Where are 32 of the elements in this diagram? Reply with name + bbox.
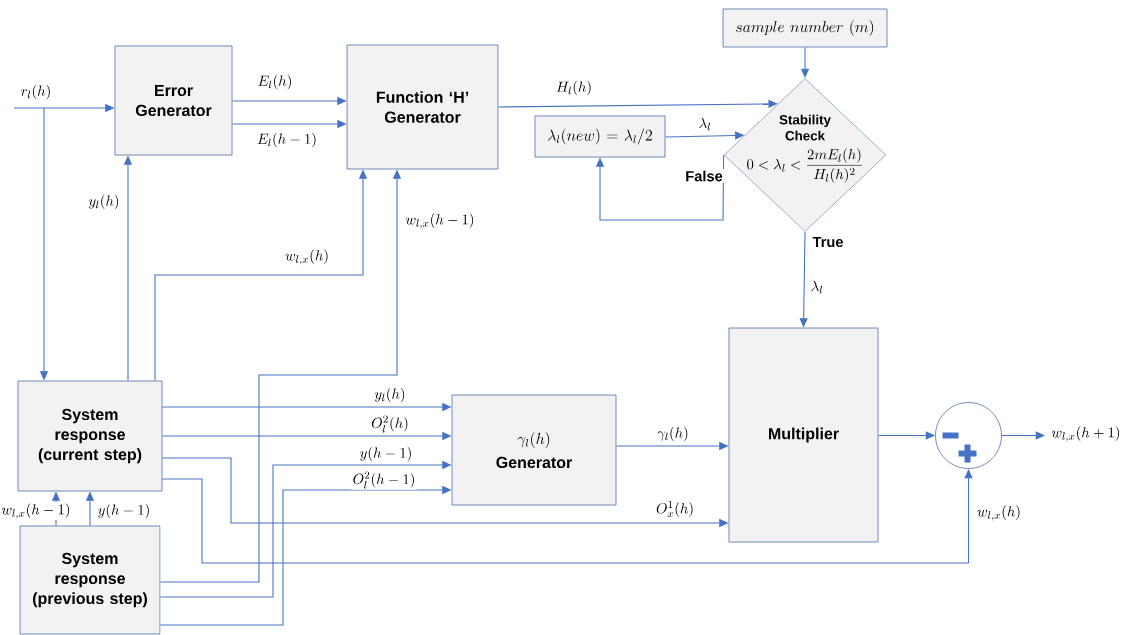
arrow: [595, 154, 725, 221]
signal-label: $w_{l,x}(h-1)$: [404, 211, 476, 231]
signal-label: $w_{l,x}(h)$: [283, 247, 331, 267]
signal-label: $y(h-1)$: [358, 445, 414, 463]
signal-label: False: [683, 169, 725, 183]
signal-label: $O_x^1(h)$: [654, 499, 696, 519]
process-box: System response (previous step): [19, 525, 161, 635]
process-box: Error Generator: [114, 45, 233, 156]
signal-label: $y_l(h)$: [87, 193, 121, 211]
signal-label: $w_{l,x}(h-1)$: [0, 501, 72, 521]
signal-label: $w_{l,x}(h)$: [975, 503, 1023, 523]
signal-label: $\lambda_l$: [811, 280, 823, 294]
signal-label: $O_l^2(h)$: [369, 414, 411, 434]
process-box: $\gamma_l(h)$ Generator: [451, 394, 617, 506]
signal-label: $w_{l,x}(h+1)$: [1050, 424, 1122, 444]
signal-label: $y(h-1)$: [96, 502, 152, 520]
signal-label: $E_l(h)$: [256, 73, 294, 91]
signal-label: $y_l(h)$: [373, 386, 407, 404]
summing-junction: [935, 402, 1002, 469]
process-box: System response (current step): [17, 380, 163, 492]
signal-label: $\lambda_l$: [697, 116, 713, 132]
signal-label: $r_l(h)$: [19, 83, 53, 101]
process-box: $sample\ number\ (m)$: [722, 8, 888, 48]
arrow: [1001, 431, 1045, 440]
process-box: Multiplier: [728, 327, 879, 543]
signal-label: $O_l^2(h-1)$: [351, 470, 417, 490]
signal-label: $\gamma_l(h)$: [655, 425, 691, 443]
signal-label: $H_l(h)$: [554, 79, 594, 97]
process-box: $\lambda_l(new)=\lambda_l/2$: [534, 115, 666, 158]
signal-label: $E_l(h-1)$: [255, 131, 319, 149]
process-box: Function ‘H’ Generator: [346, 44, 499, 170]
signal-label: True: [811, 235, 845, 249]
